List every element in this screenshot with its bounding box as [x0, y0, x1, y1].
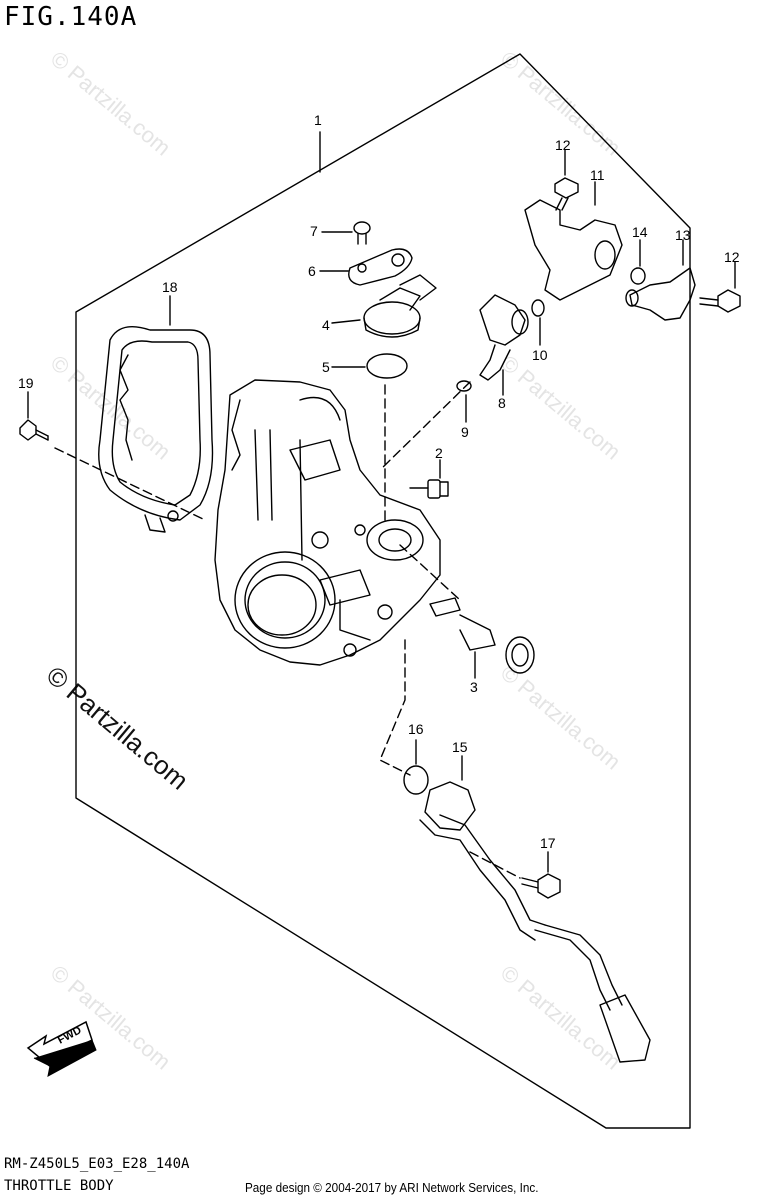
callout: 4	[322, 317, 330, 333]
callout: 12	[555, 137, 571, 153]
cover-part	[98, 326, 214, 533]
callout: 13	[675, 227, 691, 243]
callout: 12	[724, 249, 740, 265]
callout: 16	[408, 721, 424, 737]
callout: 3	[470, 679, 478, 695]
injector-8	[479, 294, 529, 396]
plate-6	[348, 248, 413, 286]
temp-sensor-15	[419, 755, 651, 1063]
callout: 19	[18, 375, 34, 391]
oring-9	[456, 380, 472, 392]
bolt-17	[521, 851, 561, 899]
figure-title: FIG.140A	[4, 2, 138, 32]
callout: 5	[322, 359, 330, 375]
assembly-frame	[75, 53, 691, 1129]
callout: 11	[590, 167, 605, 183]
tp-sensor-4	[363, 274, 437, 338]
oring-16	[403, 765, 429, 795]
callout: 18	[162, 279, 178, 295]
bolt-19	[19, 419, 49, 441]
callout: 10	[532, 347, 548, 363]
hose-joint-13	[625, 239, 696, 321]
callout: 1	[314, 112, 322, 128]
callout: 15	[452, 739, 468, 755]
callout: 7	[310, 223, 318, 239]
diagram-code: RM-Z450L5_E03_E28_140A	[4, 1156, 190, 1172]
bolt-12-top	[554, 149, 579, 211]
screw-2	[409, 459, 449, 499]
idle-screw-3	[429, 597, 535, 679]
callout: 17	[540, 835, 556, 851]
copyright-notice: Page design © 2004-2017 by ARI Network S…	[245, 1180, 539, 1195]
throttle-body	[214, 379, 441, 666]
delivery-pipe-11	[524, 181, 623, 301]
diagram-name: THROTTLE BODY	[4, 1178, 114, 1194]
fwd-arrow-icon: FWD	[26, 1020, 97, 1077]
oring-10	[531, 299, 545, 317]
callout: 6	[308, 263, 316, 279]
oring-5	[366, 353, 408, 379]
callout: 14	[632, 224, 648, 240]
oring-14	[630, 267, 646, 285]
callout: 9	[461, 424, 469, 440]
screw-7	[353, 221, 371, 245]
callout: 2	[435, 445, 443, 461]
bolt-12-right	[699, 261, 741, 313]
callout: 8	[498, 395, 506, 411]
